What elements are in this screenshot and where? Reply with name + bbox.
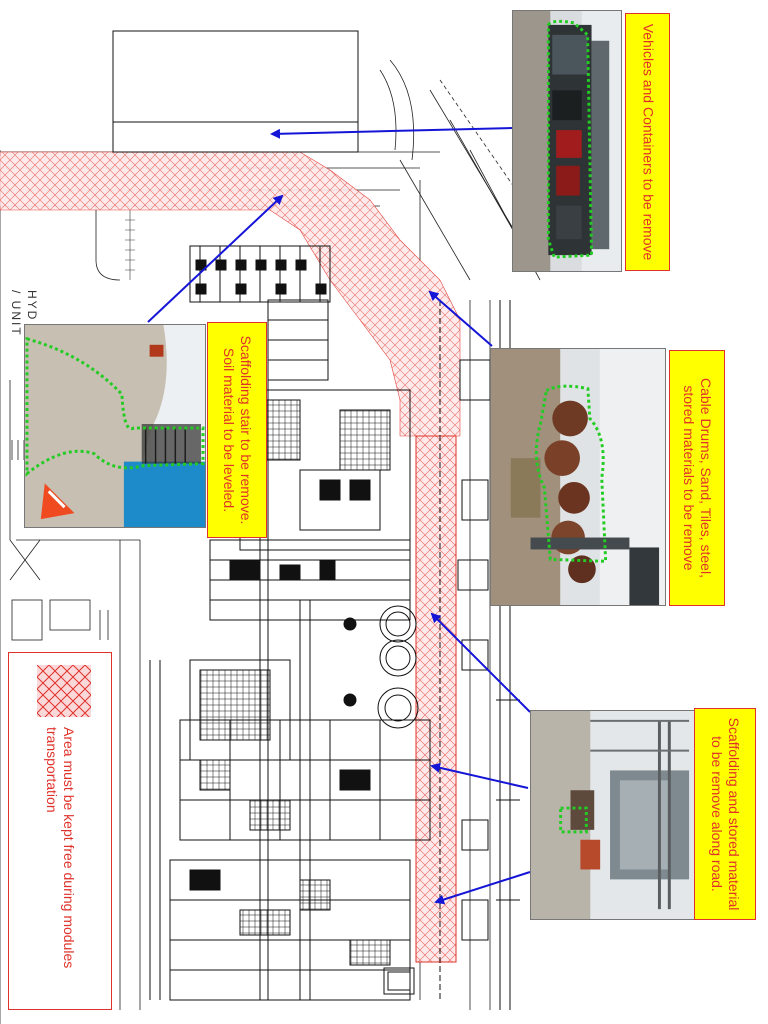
callout-vehicles-containers: Vehicles and Containers to be remove [625,13,670,271]
left-detail-marks [9,440,109,641]
plant-layout [149,245,520,1010]
unit-label: HYD [25,290,39,321]
arrows [147,127,531,905]
photo-cable-drums [490,348,666,606]
unit-label-2: / UNIT [9,290,23,337]
arrow-road-3 [434,871,531,905]
callout-scaffolding-road-text: Scaffolding and stored material to be re… [709,717,742,911]
callout-scaffolding-stair-text: Scaffolding stair to be remove. Soil mat… [221,335,254,525]
legend-label: Area must be kept free during modules tr… [44,726,77,968]
legend-hatch-swatch [37,665,91,717]
callout-cable-drums: Cable Drums, Sand, Tiles, steel, stored … [669,350,725,606]
arrow-cable-drums [428,290,493,347]
callout-vehicles-text: Vehicles and Containers to be remove [640,23,656,261]
callout-cable-drums-text: Cable Drums, Sand, Tiles, steel, stored … [681,378,714,578]
callout-scaffolding-road: Scaffolding and stored material to be re… [694,708,756,920]
arrow-road-2 [430,762,529,789]
arrow-scaffold-stair [147,194,284,323]
legend: Area must be kept free during modules tr… [8,652,112,1010]
building-block [112,30,359,153]
photo-scaffolding-stair [24,324,206,528]
arrow-road-1 [430,612,531,713]
callout-scaffolding-stair: Scaffolding stair to be remove. Soil mat… [207,322,267,538]
photo-scaffolding-road [530,710,696,920]
arrow-vehicles [270,127,513,139]
photo-vehicles-containers [512,10,622,272]
